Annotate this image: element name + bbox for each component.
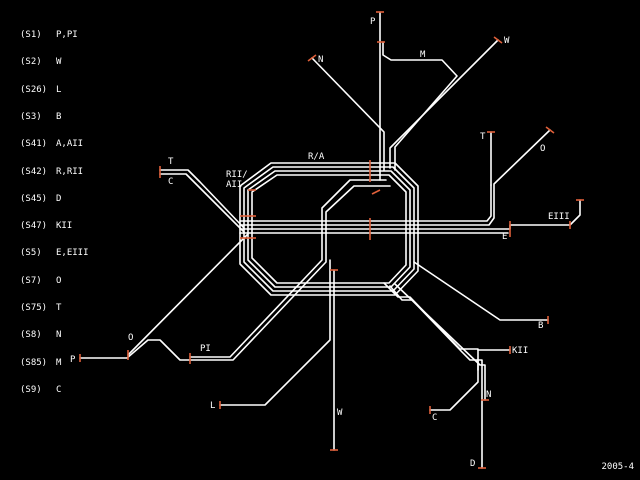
label-t-ne: T [480,132,486,142]
label-n-nw: N [318,55,323,65]
south-tracks [333,261,549,469]
terminus-marker [545,126,555,134]
legend-row: (S75)T [20,303,62,313]
n-nw-track [311,57,385,171]
legend-row: (S1)P,PI [20,30,78,41]
label-l: L [210,401,215,411]
label-w-ne: W [504,36,510,46]
ew-track [239,199,581,230]
label-b: B [538,321,543,331]
label-w-south: W [337,408,343,418]
label-o-sw: O [128,333,133,343]
b-track [413,261,549,321]
c-south-track [429,359,479,411]
label-n-se: N [486,390,491,400]
terminus-marker [493,36,503,44]
legend-row: (S41)A,AII [20,139,84,150]
se-track [389,285,483,469]
label-e: E [502,232,507,242]
legend-row: (S45)D [20,193,62,204]
legend-row: (S2)W [20,57,62,68]
se-track [394,283,486,401]
label-rii: RII/ [226,170,248,180]
line-legend: (S1)P,PI (S2)W (S26)L (S3)B (S41)A,AII (… [20,13,89,413]
cross-track [189,185,391,361]
terminus-marker [307,54,317,62]
legend-row: (S5)E,EIII [20,248,89,259]
legend-row: (S47)KII [20,221,73,232]
north-tracks [189,11,499,361]
label-c-south: C [432,413,437,423]
legend-row: (S85)M [20,357,62,368]
map-date: 2005-4 [601,462,634,472]
legend-row: (S9)C [20,384,62,395]
c-west-track [159,173,245,233]
m-track [382,41,458,171]
label-kii: KII [512,346,528,356]
label-eiii: EIII [548,212,570,222]
ew-track [239,129,551,226]
label-m: M [420,50,426,60]
legend-row: (S8)N [20,330,62,341]
terminus-marker [371,189,381,195]
legend-row: (S3)B [20,112,62,123]
t-west-track [159,169,245,229]
ring-track [251,174,407,284]
o-sw-track [127,233,249,356]
legend-row: (S26)L [20,84,62,95]
l-track [219,259,331,406]
legend-row: (S7)O [20,275,62,286]
stadtbahn-tracks [239,129,581,234]
label-ring: R/A [308,152,325,162]
label-p-west: P [70,355,76,365]
w-ne-track [389,39,499,169]
p-west-track [79,339,191,361]
label-t-west: T [168,157,174,167]
label-c-west: C [168,177,173,187]
legend-row: (S42)R,RII [20,166,84,177]
west-tracks [79,169,331,406]
label-p-north: P [370,17,376,27]
label-aii: AII [226,180,242,190]
cross-track [189,179,387,358]
label-d: D [470,459,475,469]
ew-track [239,184,492,222]
label-pi: PI [200,344,211,354]
label-o-ne: O [540,144,545,154]
terminus-markers [79,11,584,469]
branch-labels: P M W N T O R/A T C RII/ AII EIII E B KI… [70,17,570,469]
